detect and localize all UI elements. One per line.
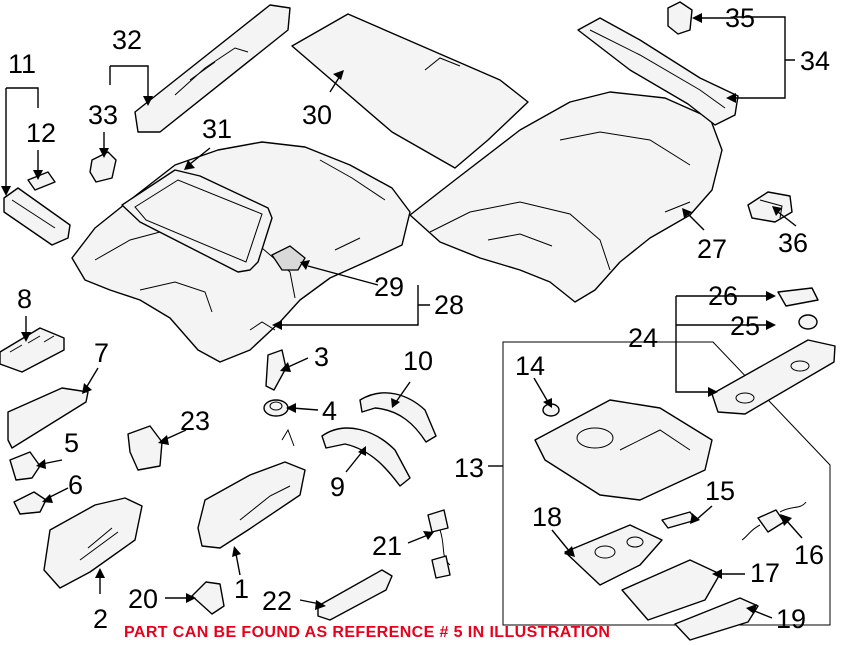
sunroof-seal-frame	[121, 169, 273, 273]
callout-27: 27	[697, 234, 727, 264]
callout-14: 14	[515, 351, 545, 381]
callout-12: 12	[26, 118, 56, 148]
callout-7: 7	[94, 338, 109, 368]
callout-36: 36	[778, 228, 808, 258]
callout-6: 6	[68, 470, 83, 500]
callout-17: 17	[750, 558, 780, 588]
lens-strip	[674, 597, 759, 641]
grommet	[263, 399, 289, 417]
vanity-mirror-cover	[7, 387, 89, 449]
callout-20: 20	[128, 584, 158, 614]
callout-2: 2	[93, 604, 108, 634]
map-bulb-26	[777, 287, 819, 307]
callout-28: 28	[434, 290, 464, 320]
lamp-wire	[741, 501, 807, 541]
callout-32: 32	[112, 25, 142, 55]
callout-19: 19	[776, 604, 806, 634]
callout-21: 21	[372, 531, 402, 561]
visor-clip	[9, 451, 41, 481]
dome-light-box	[502, 341, 831, 626]
callout-15: 15	[705, 476, 735, 506]
callout-25: 25	[730, 311, 760, 341]
callout-4: 4	[322, 396, 337, 426]
headliner-right	[409, 91, 723, 303]
callout-3: 3	[314, 342, 329, 372]
callout-30: 30	[302, 100, 332, 130]
callout-labels: 11 12 32 33 31 30 35 34 36 27 29 28 26 2…	[8, 3, 830, 634]
callout-29: 29	[374, 272, 404, 302]
visor-cap	[89, 151, 117, 183]
dome-light-housing	[534, 399, 713, 501]
callout-22: 22	[262, 586, 292, 616]
lens-panel	[564, 524, 663, 586]
callout-23: 23	[180, 406, 210, 436]
callout-13: 13	[454, 453, 484, 483]
callout-16: 16	[794, 540, 824, 570]
callout-8: 8	[17, 284, 32, 314]
sunroof-panel	[291, 13, 529, 169]
callout-34: 34	[800, 46, 830, 76]
roof-rail	[577, 17, 739, 126]
reading-light	[3, 187, 71, 246]
callout-10: 10	[403, 346, 433, 376]
callout-33: 33	[88, 100, 118, 130]
mount-strip	[317, 569, 393, 621]
sun-visor-right	[197, 428, 306, 549]
switch-panel	[0, 327, 65, 373]
screw	[265, 349, 287, 391]
arrow-heads	[1, 13, 792, 614]
callout-11: 11	[8, 49, 36, 79]
reference-note: PART CAN BE FOUND AS REFERENCE # 5 IN IL…	[124, 624, 610, 641]
grab-handle-upper	[359, 392, 437, 443]
callout-35: 35	[725, 3, 755, 33]
dome-cover	[621, 559, 721, 621]
callout-31: 31	[202, 114, 232, 144]
reading-bulb	[27, 171, 56, 191]
roof-clip	[667, 1, 693, 35]
wiring-connector	[427, 509, 451, 579]
map-bulb-25	[798, 314, 818, 330]
coat-hook	[191, 581, 225, 615]
callout-5: 5	[64, 428, 79, 458]
map-light	[711, 339, 836, 415]
callout-26: 26	[708, 281, 738, 311]
rear-sunshade	[134, 4, 291, 133]
grab-handle-lower	[321, 427, 411, 487]
callout-1: 1	[234, 574, 249, 604]
trim-piece	[127, 425, 163, 471]
callout-24: 24	[628, 323, 658, 353]
sun-visor-left	[43, 497, 143, 589]
callout-18: 18	[532, 502, 562, 532]
callout-9: 9	[330, 472, 345, 502]
visor-clip-lower	[13, 491, 47, 515]
